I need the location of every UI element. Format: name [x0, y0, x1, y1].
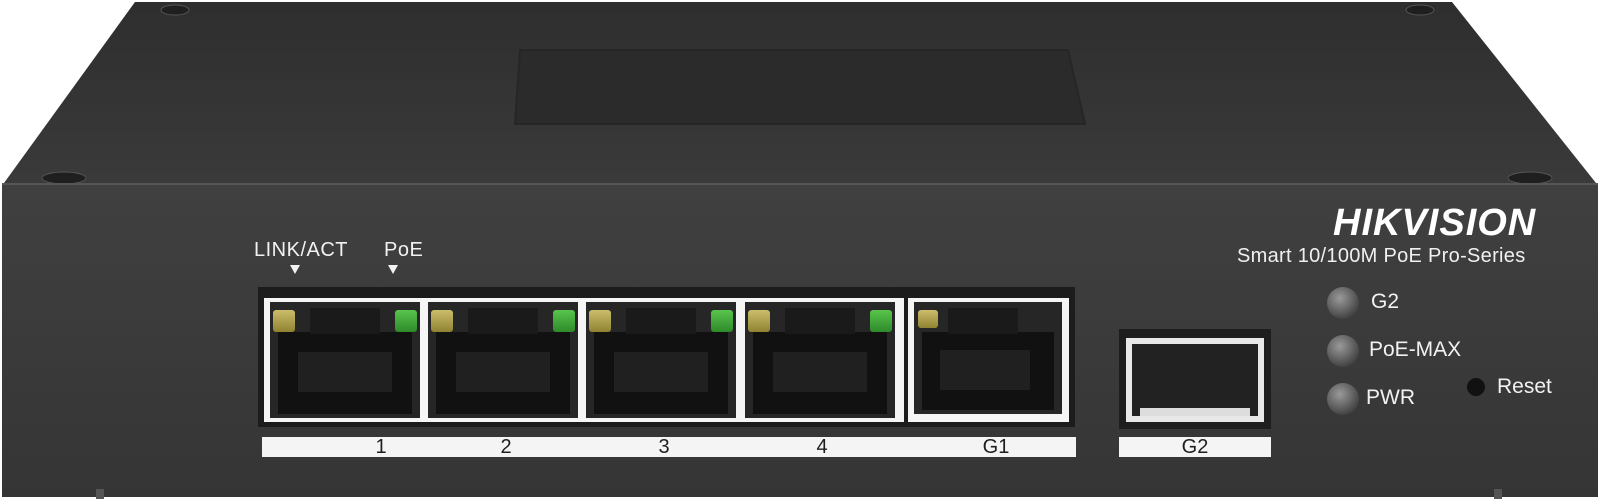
top-screws: [41, 4, 1553, 185]
link-act-label: LINK/ACT: [254, 239, 349, 261]
port-label-g1: G1: [982, 436, 1010, 458]
poe-arrow: [388, 265, 398, 274]
led-label-pwr: PWR: [1366, 386, 1415, 409]
port-label-g2: G2: [1181, 436, 1209, 458]
sfp-port-shape: [1119, 329, 1271, 429]
poe-label: PoE: [384, 239, 424, 261]
status-leds: [1327, 287, 1485, 415]
rj45-label-bar: 1 2 3 4 G1: [262, 437, 1076, 457]
port-label-2: 2: [500, 436, 512, 458]
top-label-recess: [513, 49, 1087, 125]
rj45-port-shapes: [270, 302, 1062, 418]
sfp-label-bar: G2: [1119, 437, 1271, 457]
reset-label: Reset: [1497, 375, 1552, 398]
link-act-arrow: [290, 265, 300, 274]
led-label-poe-max: PoE-MAX: [1369, 338, 1462, 361]
port-label-1: 1: [375, 436, 387, 458]
series-label: Smart 10/100M PoE Pro-Series: [1237, 245, 1526, 267]
brand-logo: HIKVISION: [1333, 202, 1537, 244]
port-label-3: 3: [658, 436, 670, 458]
led-label-g2: G2: [1371, 290, 1400, 313]
port-label-4: 4: [816, 436, 828, 458]
